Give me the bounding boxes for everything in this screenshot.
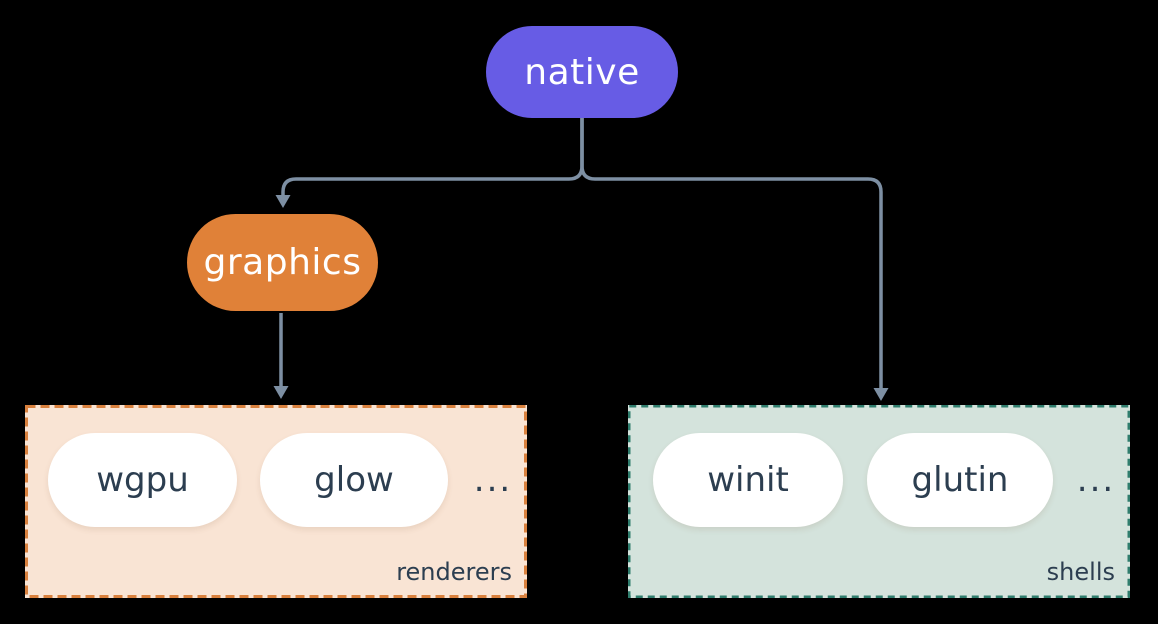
shells-ellipsis: ... bbox=[1076, 460, 1116, 500]
pill-wgpu: wgpu bbox=[48, 433, 237, 527]
node-graphics-label: graphics bbox=[203, 242, 362, 283]
arrowhead-graphics bbox=[275, 195, 291, 208]
pill-winit: winit bbox=[653, 433, 843, 527]
connector-native-shells bbox=[580, 118, 883, 389]
arrowhead-shells bbox=[873, 388, 889, 401]
pill-glow: glow bbox=[260, 433, 448, 527]
shells-group-label: shells bbox=[1046, 558, 1115, 586]
pill-glutin-label: glutin bbox=[911, 460, 1009, 500]
group-shells: winit glutin ... shells bbox=[628, 405, 1130, 598]
arrowhead-renderers bbox=[273, 386, 289, 399]
pill-glutin: glutin bbox=[867, 433, 1053, 527]
pill-winit-label: winit bbox=[707, 460, 789, 500]
connector-native-graphics bbox=[281, 118, 584, 196]
pill-glow-label: glow bbox=[314, 460, 394, 500]
node-graphics: graphics bbox=[187, 214, 378, 311]
renderers-ellipsis: ... bbox=[473, 460, 513, 500]
node-native-label: native bbox=[524, 51, 640, 93]
pill-wgpu-label: wgpu bbox=[96, 460, 189, 500]
group-renderers: wgpu glow ... renderers bbox=[25, 405, 527, 598]
renderers-group-label: renderers bbox=[396, 558, 512, 586]
node-native: native bbox=[486, 26, 678, 118]
